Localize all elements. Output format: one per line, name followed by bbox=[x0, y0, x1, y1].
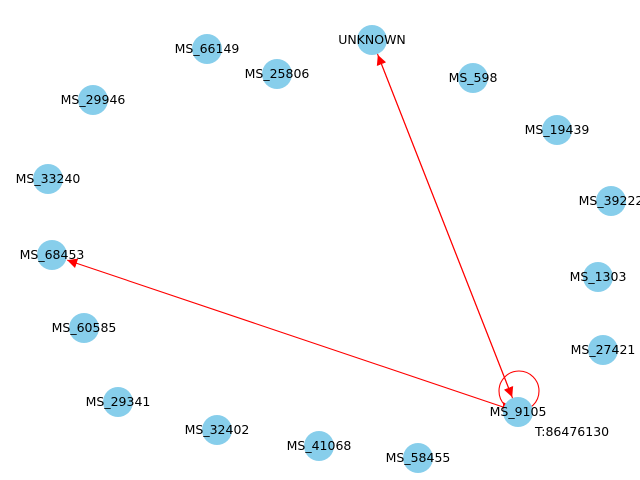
node-ms-27421 bbox=[588, 335, 618, 365]
edge-unknown-to-ms-9105 bbox=[376, 51, 514, 398]
node-label-ms-27421: MS_27421 bbox=[571, 342, 636, 357]
node-ms-68453 bbox=[37, 240, 67, 270]
annotation-ms-9105: T:86476130 bbox=[534, 424, 609, 439]
node-label-ms-58455: MS_58455 bbox=[386, 450, 451, 465]
node-ms-39222 bbox=[596, 186, 626, 216]
node-label-ms-1303: MS_1303 bbox=[570, 269, 627, 284]
node-ms-33240 bbox=[33, 164, 63, 194]
node-ms-29341 bbox=[103, 387, 133, 417]
node-ms-9105 bbox=[503, 397, 533, 427]
node-label-ms-39222: MS_39222 bbox=[579, 193, 640, 208]
node-ms-598 bbox=[458, 63, 488, 93]
node-ms-29946 bbox=[78, 85, 108, 115]
node-label-ms-29341: MS_29341 bbox=[86, 394, 151, 409]
node-ms-1303 bbox=[583, 262, 613, 292]
node-label-ms-33240: MS_33240 bbox=[16, 171, 81, 186]
node-label-ms-29946: MS_29946 bbox=[61, 92, 126, 107]
edges-layer bbox=[66, 51, 540, 413]
node-ms-41068 bbox=[304, 431, 334, 461]
node-label-ms-25806: MS_25806 bbox=[245, 66, 310, 81]
node-ms-58455 bbox=[403, 443, 433, 473]
nodes-layer bbox=[33, 25, 626, 473]
node-unknown bbox=[357, 25, 387, 55]
node-ms-66149 bbox=[192, 34, 222, 64]
node-label-unknown: UNKNOWN bbox=[338, 32, 406, 47]
node-label-ms-41068: MS_41068 bbox=[287, 438, 352, 453]
node-label-ms-598: MS_598 bbox=[449, 70, 498, 85]
annotations-layer: T:86476130 bbox=[534, 424, 609, 439]
node-label-ms-60585: MS_60585 bbox=[52, 320, 117, 335]
node-label-ms-68453: MS_68453 bbox=[20, 247, 85, 262]
node-ms-60585 bbox=[69, 313, 99, 343]
node-label-ms-66149: MS_66149 bbox=[175, 41, 240, 56]
node-label-ms-9105: MS_9105 bbox=[490, 404, 547, 419]
node-ms-25806 bbox=[262, 59, 292, 89]
edge-ms-9105-to-ms-68453 bbox=[66, 258, 506, 409]
node-label-ms-32402: MS_32402 bbox=[185, 422, 250, 437]
node-label-ms-19439: MS_19439 bbox=[525, 122, 590, 137]
node-ms-32402 bbox=[202, 415, 232, 445]
node-ms-19439 bbox=[542, 115, 572, 145]
